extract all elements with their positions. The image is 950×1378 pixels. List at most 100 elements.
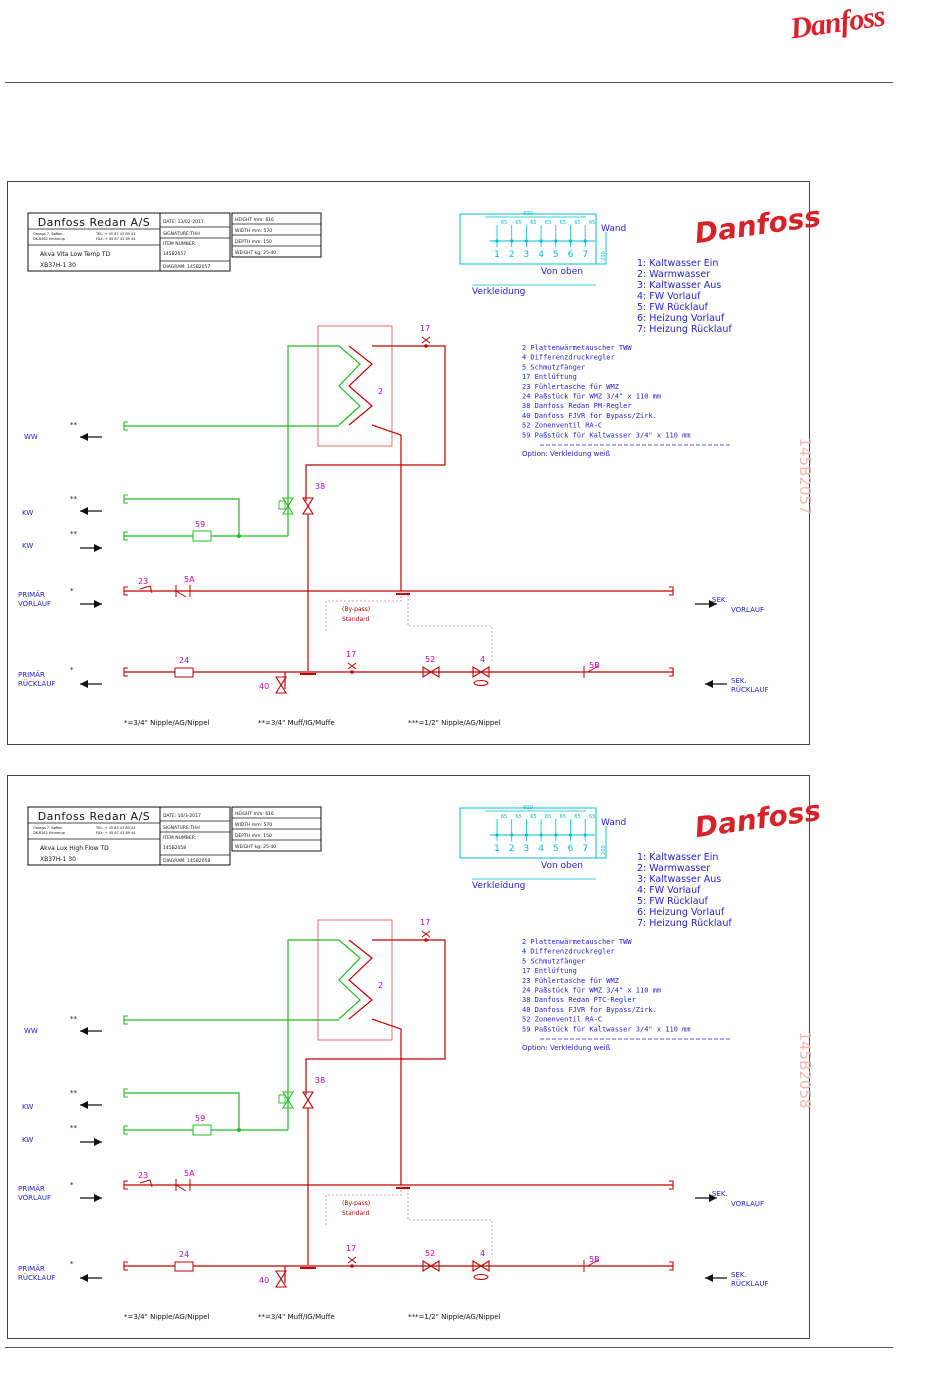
vent-mark xyxy=(347,1256,357,1264)
three-way-valve xyxy=(282,1091,294,1109)
item-number-label: ITEM NUMBER: xyxy=(163,241,196,247)
parts-list-item: 23 Fühlertasche für WMZ xyxy=(522,383,619,391)
width-field: WIDTH mm: 570 xyxy=(235,822,272,828)
arrow-sek-vorlauf-head xyxy=(709,600,717,608)
fitting-24 xyxy=(174,667,194,678)
view-label: Von oben xyxy=(541,267,583,277)
footnote: **=3/4" Muff/IG/Muffe xyxy=(258,719,335,727)
date-field: DATE: 13/02-2017 xyxy=(163,219,204,225)
connection-marker: ** xyxy=(70,1089,78,1097)
bypass-dotted xyxy=(325,591,402,631)
return-end-left xyxy=(123,667,128,677)
label-standard: Standard xyxy=(342,616,369,623)
connector-dot xyxy=(539,239,543,243)
footnote: ***=1/2" Nipple/AG/Nippel xyxy=(408,719,501,727)
spacing-label: 65 xyxy=(589,220,595,226)
spacing-label: 65 xyxy=(574,814,580,820)
connector-dot xyxy=(568,239,573,243)
spacing-label: 65 xyxy=(574,220,580,226)
arrow-ww-head xyxy=(80,1027,88,1035)
footer-rule xyxy=(5,1347,893,1348)
connector-number: 4 xyxy=(538,250,544,260)
fax-line: FAX: + 45 87 43 89 44 xyxy=(96,237,136,241)
connector-dot xyxy=(495,833,499,837)
signature-field: SIGNATURE:THH xyxy=(163,825,200,831)
tel-line: TEL: + 45 87 43 89 43 xyxy=(95,232,135,236)
depth-field: DEPTH mm: 150 xyxy=(235,239,272,245)
fjvr-valve-40 xyxy=(275,676,287,694)
part-label-59: 59 xyxy=(195,1114,205,1123)
parts-list-item: 40 Danfoss FJVR for Bypass/Zirk. xyxy=(522,412,657,420)
product-name: Akva Vita Low Temp TD xyxy=(40,251,111,258)
label-primaer-ruecklauf: PRIMÄR xyxy=(18,1264,45,1273)
part-label-52: 52 xyxy=(425,1249,435,1258)
connector-number: 6 xyxy=(568,250,574,260)
address-line: DK-8382 Hinnerup xyxy=(33,831,66,835)
cover-label: Verkleidung xyxy=(472,287,525,297)
view-label: Von oben xyxy=(541,861,583,871)
label-sek-ruecklauf: RÜCKLAUF xyxy=(731,685,768,694)
connection-legend-item: 1: Kaltwasser Ein xyxy=(637,258,718,269)
connector-number: 2 xyxy=(509,250,515,260)
parts-list-item: 52 Zonenventil RA-C xyxy=(522,1016,602,1024)
heat-exchanger-frame xyxy=(317,919,393,1041)
kw1-end xyxy=(123,1088,128,1098)
diagram-danfoss-logo: Danfoss xyxy=(693,200,823,250)
exchanger-return xyxy=(371,424,402,591)
spacing-label: 65 xyxy=(560,814,566,820)
arrow-sek-vorlauf-head xyxy=(709,1194,717,1202)
part-label-23: 23 xyxy=(138,1171,148,1180)
part-label-17b: 17 xyxy=(346,1244,356,1253)
label-primaer-ruecklauf: RÜCKLAUF xyxy=(18,1273,55,1282)
spacing-label: 65 xyxy=(530,220,536,226)
parts-list-item: 4 Differenzdruckregler xyxy=(522,948,615,956)
strainer-mark xyxy=(587,665,599,673)
exchanger-cold-side xyxy=(338,345,361,426)
part-label-17b: 17 xyxy=(346,650,356,659)
connector-number: 7 xyxy=(582,844,588,854)
primary-top-loop xyxy=(305,939,446,1095)
vent-mark xyxy=(421,336,431,344)
return-end-left xyxy=(123,1261,128,1271)
exchanger-hot-side xyxy=(348,939,373,1020)
label-primaer-vorlauf: PRIMÄR xyxy=(18,1184,45,1193)
wall-label: Wand xyxy=(601,224,626,234)
bypass-dotted xyxy=(407,1185,493,1255)
return-end-right xyxy=(669,667,674,677)
info-box xyxy=(159,806,231,866)
bypass-dotted xyxy=(407,591,493,661)
address-line: DK-8382 Hinnerup xyxy=(33,237,66,241)
part-label-5b: 5B xyxy=(589,661,600,670)
vertical-item-code: 145B2057 xyxy=(796,437,814,514)
spacing-label: 65 xyxy=(516,220,522,226)
arrow-kw1-head xyxy=(80,507,88,515)
label-bypass: (By-pass) xyxy=(342,1200,370,1207)
connector-number: 5 xyxy=(553,844,559,854)
footnote: *=3/4" Nipple/AG/Nippel xyxy=(124,719,210,727)
fitting-59 xyxy=(192,530,212,542)
company-name: Danfoss Redan A/S xyxy=(38,810,151,823)
part-label-5a: 5A xyxy=(184,575,195,584)
part-label-4: 4 xyxy=(480,1249,485,1258)
parts-list-item: 2 Plattenwärmetauscher TWW xyxy=(522,938,632,946)
connector-number: 2 xyxy=(509,844,515,854)
label-primaer-ruecklauf: PRIMÄR xyxy=(18,670,45,679)
parts-list-item: 52 Zonenventil RA-C xyxy=(522,422,602,430)
vent-dot xyxy=(350,1264,354,1268)
spacing-label: 65 xyxy=(545,220,551,226)
connector-dot xyxy=(568,833,573,837)
connection-marker: * xyxy=(70,666,74,674)
label-sek-ruecklauf: RÜCKLAUF xyxy=(731,1279,768,1288)
arrow-primaer-vorlauf-head xyxy=(94,1194,102,1202)
connection-marker: ** xyxy=(70,530,78,538)
footnote: ***=1/2" Nipple/AG/Nippel xyxy=(408,1313,501,1321)
part-label-38: 38 xyxy=(315,1076,325,1085)
arrow-kw2-head xyxy=(94,1138,102,1146)
parts-list-item: 59 Paßstück für Kaltwasser 3/4" x 110 mm xyxy=(522,1025,691,1033)
connector-number: 6 xyxy=(568,844,574,854)
label-primaer-vorlauf: VORLAUF xyxy=(18,1194,51,1202)
connection-legend-item: 1: Kaltwasser Ein xyxy=(637,852,718,863)
parts-list-item: 17 Entlüftung xyxy=(522,373,577,381)
